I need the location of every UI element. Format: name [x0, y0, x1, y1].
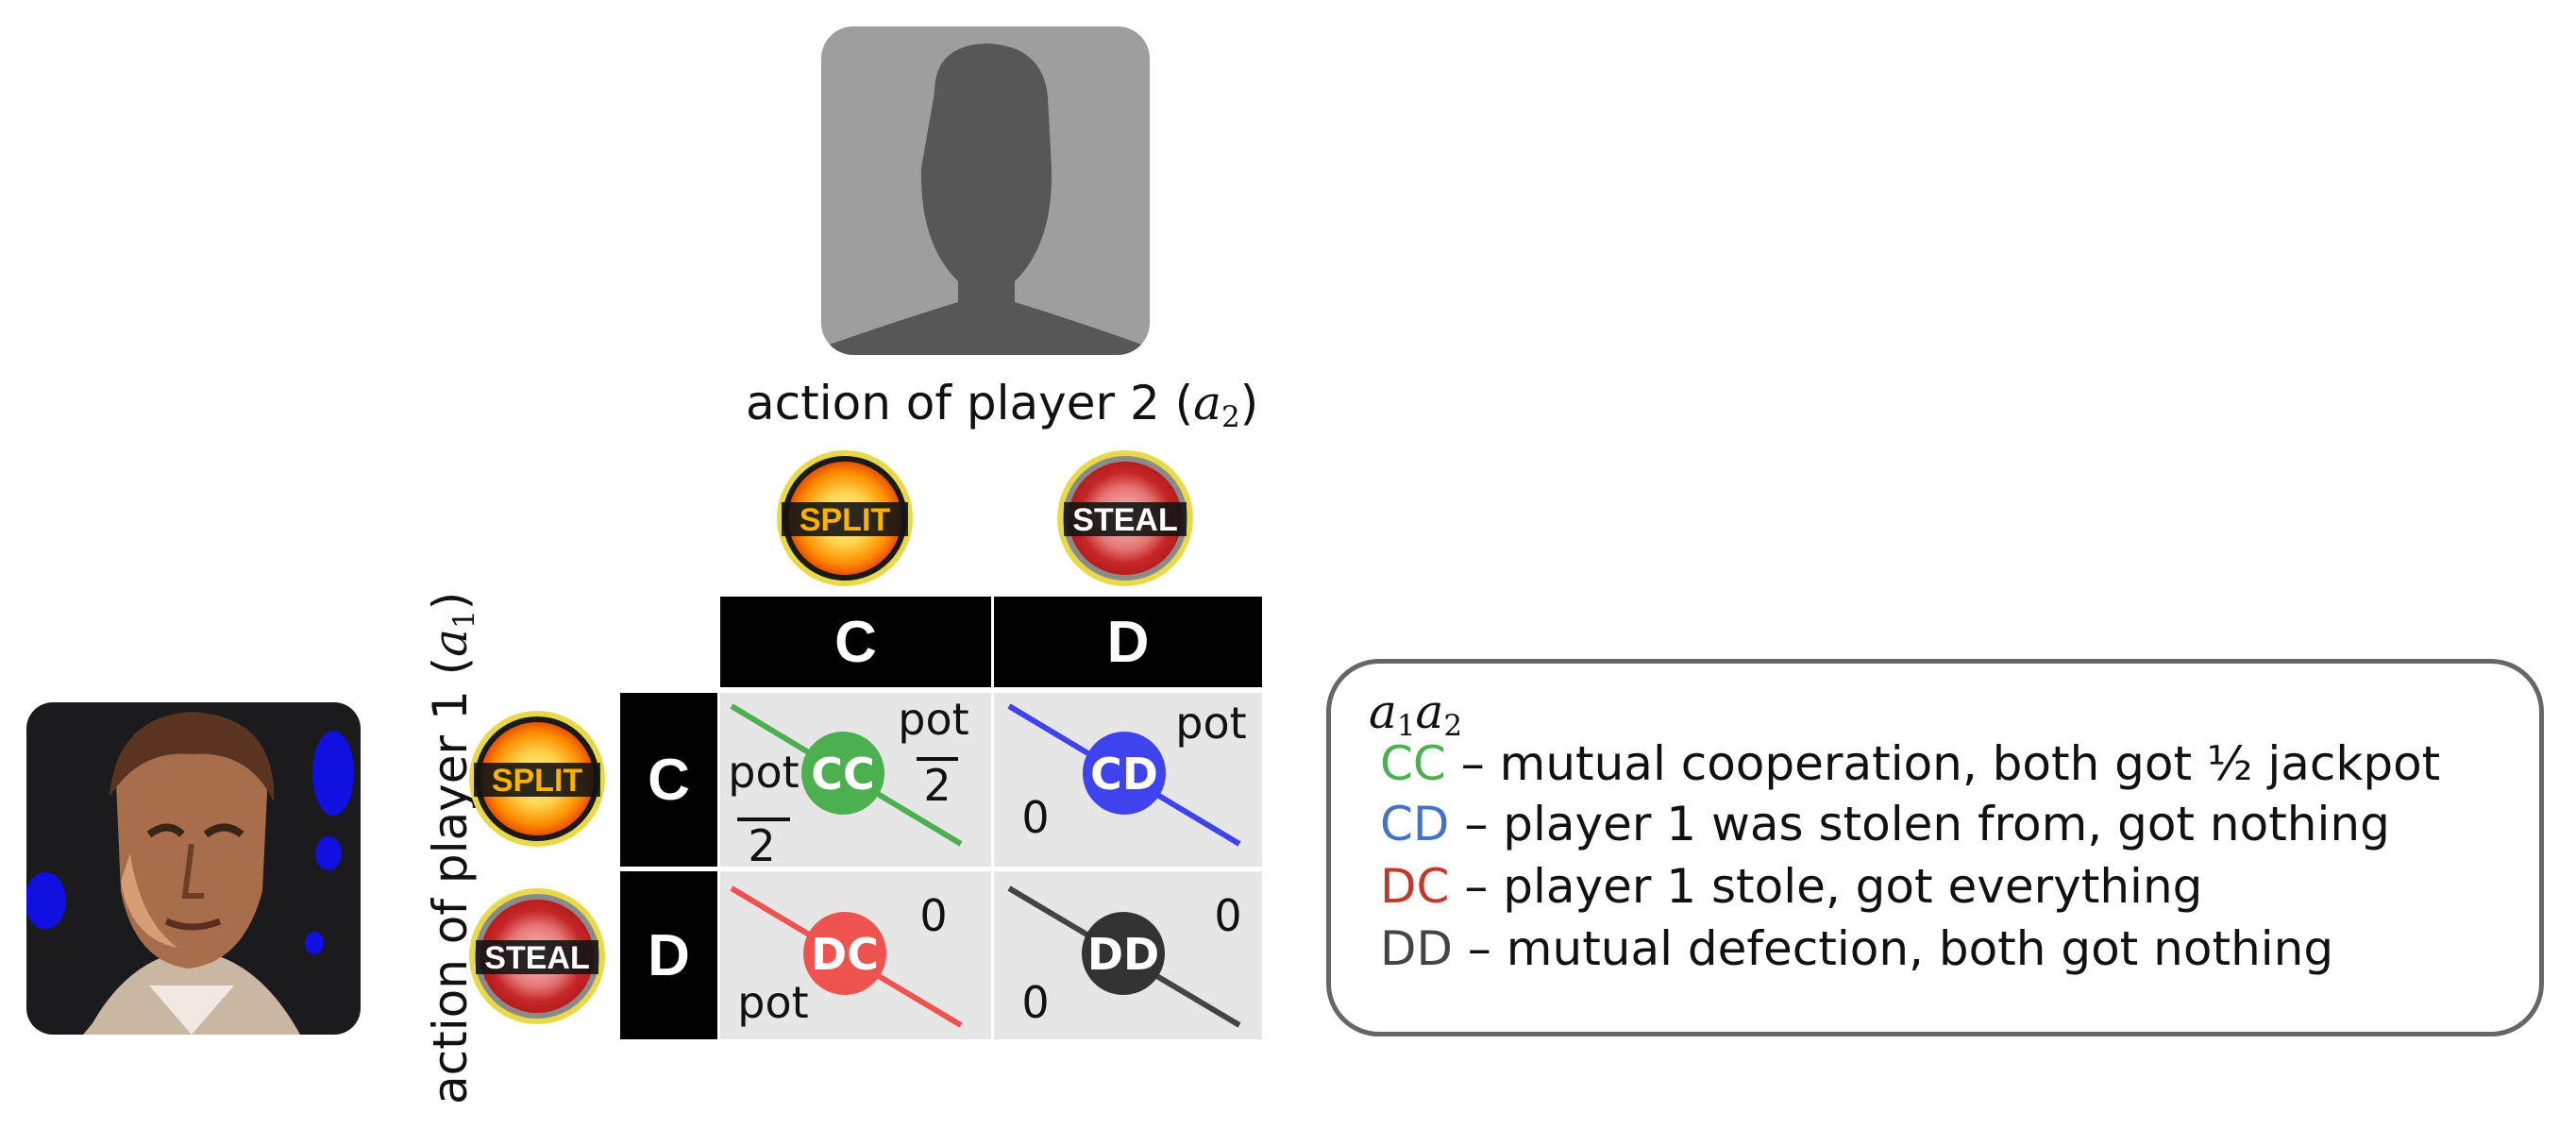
legend-box: [1326, 659, 2544, 1036]
cc-circle: [801, 732, 884, 815]
legend-header: a1a2: [1369, 684, 1463, 743]
legend-code-cd: CD: [1380, 797, 1450, 851]
dc-circle: [803, 912, 886, 995]
dc-p1-payoff: 0: [919, 890, 947, 941]
row-header-d: D: [620, 871, 717, 1039]
legend-row-cc: CC – mutual cooperation, both got ½ jack…: [1380, 736, 2441, 791]
legend-row-dc: DC – player 1 stole, got everything: [1380, 859, 2203, 914]
row-header-c: C: [620, 693, 717, 867]
cc-p2-numerator: pot: [728, 747, 799, 798]
split-badge-text: SPLIT: [492, 763, 583, 799]
col-header-d: D: [994, 597, 1262, 687]
dd-p2-payoff: 0: [1021, 977, 1049, 1028]
cd-p1-payoff: pot: [1175, 698, 1246, 749]
payoff-matrix: CC pot 2 pot 2 CD pot 0 DC 0 pot DD 0 0: [720, 693, 1262, 1039]
legend-code-dd: DD: [1380, 921, 1454, 976]
player1-portrait-image: [26, 702, 361, 1035]
dd-label: DD: [1087, 929, 1159, 980]
legend-code-dc: DC: [1380, 859, 1450, 914]
cc-label: CC: [811, 749, 875, 800]
split-ball-icon: SPLIT: [777, 450, 913, 586]
steal-badge-text: STEAL: [484, 940, 589, 976]
cc-p1-numerator: pot: [898, 694, 968, 745]
dd-circle: [1082, 912, 1165, 995]
steal-ball-icon: STEAL: [1057, 450, 1193, 586]
player2-avatar: [821, 26, 1150, 355]
col-header-c: C: [720, 597, 991, 687]
steal-badge-column: STEAL: [1054, 447, 1196, 589]
cell-dc: DC 0 pot: [720, 871, 991, 1039]
steal-badge-text: STEAL: [1072, 502, 1177, 538]
cd-p2-payoff: 0: [1021, 792, 1049, 843]
cc-p1-denominator: 2: [923, 760, 951, 811]
cc-p2-denominator: 2: [748, 820, 775, 871]
dc-label: DC: [811, 929, 879, 980]
cell-cc: CC pot 2 pot 2: [720, 693, 991, 871]
player2-axis-label: action of player 2 (a2): [746, 376, 1259, 434]
split-badge-row: SPLIT: [466, 708, 608, 850]
steal-badge-row: STEAL: [466, 885, 608, 1027]
player1-photo: [26, 702, 361, 1035]
dc-p2-payoff: pot: [737, 977, 808, 1028]
steal-ball-icon: STEAL: [469, 888, 605, 1024]
legend-row-cd: CD – player 1 was stolen from, got nothi…: [1380, 797, 2390, 851]
legend-code-cc: CC: [1380, 736, 1446, 791]
person-silhouette-icon: [821, 26, 1150, 355]
cd-label: CD: [1090, 749, 1158, 800]
split-badge-column: SPLIT: [774, 447, 916, 589]
cell-cd: CD pot 0: [994, 693, 1262, 867]
cell-dd: DD 0 0: [994, 871, 1262, 1039]
split-badge-text: SPLIT: [800, 502, 891, 538]
cd-circle: [1083, 732, 1166, 815]
split-ball-icon: SPLIT: [469, 711, 605, 847]
legend-row-dd: DD – mutual defection, both got nothing: [1380, 921, 2334, 976]
dd-p1-payoff: 0: [1214, 890, 1241, 941]
